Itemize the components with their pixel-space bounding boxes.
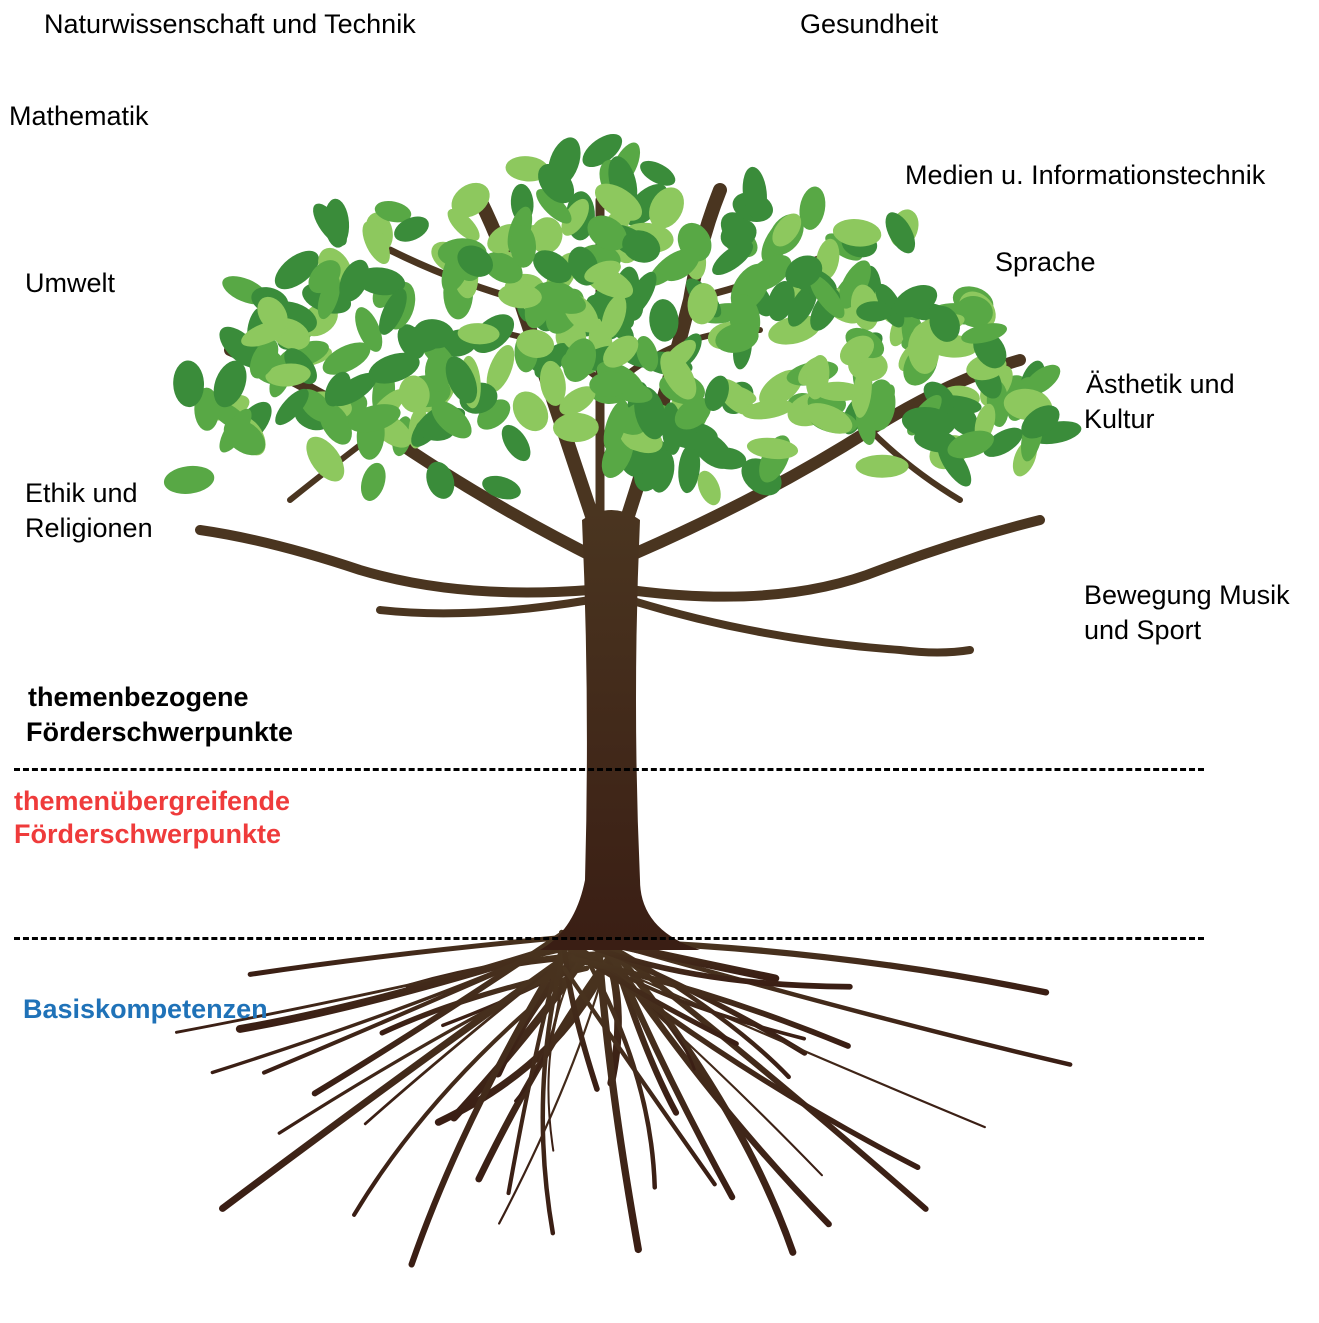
- topic-label-ethik: Ethik und Religionen: [25, 476, 153, 546]
- tree-roots: [174, 927, 1073, 1268]
- topic-label-umwelt: Umwelt: [25, 268, 116, 298]
- topic-label-medien: Medien u. Informationstechnik: [905, 160, 1266, 190]
- topic-label-ethik-line2: Religionen: [25, 513, 153, 543]
- topic-label-aesthetik-line2: Kultur: [1084, 404, 1155, 434]
- topic-label-bewegung-line1: Bewegung Musik: [1084, 580, 1290, 610]
- level-label-basiskompetenzen: Basiskompetenzen: [23, 994, 268, 1024]
- topic-label-naturwissenschaft: Naturwissenschaft und Technik: [44, 9, 416, 39]
- level-label-themenbezogene: themenbezogene Förderschwerpunkte: [26, 680, 293, 750]
- level-divider-upper: [14, 768, 1204, 771]
- tree-trunk: [540, 510, 700, 950]
- level-label-uebergreifende: themenübergreifende Förderschwerpunkte: [14, 785, 290, 851]
- level-label-uebergreifende-line1: themenübergreifende: [14, 786, 291, 816]
- topic-label-bewegung-line2: und Sport: [1084, 615, 1202, 645]
- topic-label-aesthetik: Ästhetik und Kultur: [1084, 367, 1235, 437]
- topic-label-mathematik: Mathematik: [9, 101, 149, 131]
- level-label-themenbezogene-line2: Förderschwerpunkte: [26, 717, 294, 747]
- topic-label-gesundheit: Gesundheit: [800, 9, 939, 39]
- topic-label-aesthetik-line1: Ästhetik und: [1086, 369, 1235, 399]
- level-label-uebergreifende-line2: Förderschwerpunkte: [14, 819, 282, 849]
- topic-label-bewegung: Bewegung Musik und Sport: [1084, 578, 1290, 648]
- level-divider-lower: [14, 937, 1204, 940]
- level-label-themenbezogene-line1: themenbezogene: [28, 682, 249, 712]
- topic-label-ethik-line1: Ethik und: [25, 478, 138, 508]
- tree-leaves: [163, 133, 1082, 506]
- topic-label-sprache: Sprache: [995, 247, 1096, 277]
